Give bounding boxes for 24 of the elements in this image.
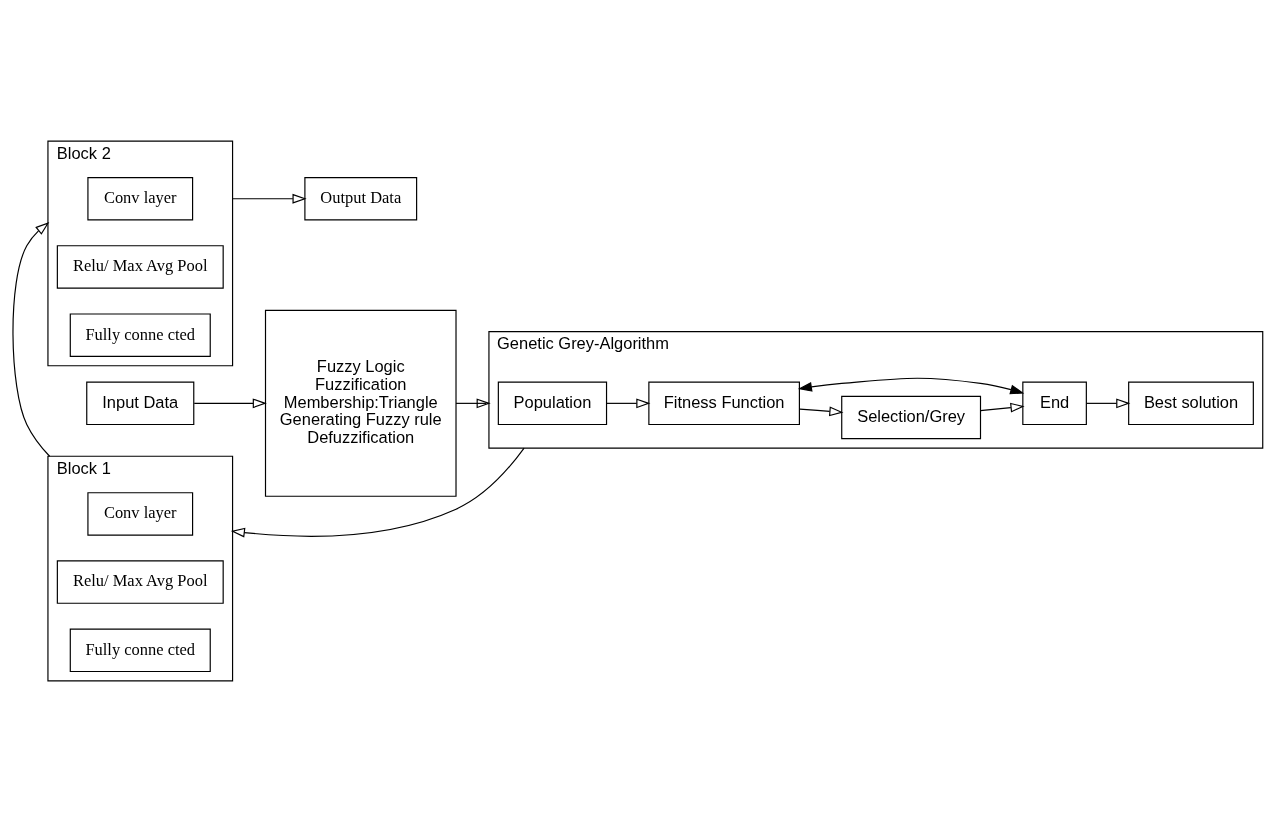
arrow (980, 402, 1025, 413)
arrow (12, 222, 51, 457)
node-box: Fully conne cted (69, 628, 211, 673)
node-box: Output Data (304, 177, 418, 221)
arrow (797, 377, 1025, 395)
node-box: Conv layer (87, 177, 194, 221)
arrow (799, 406, 844, 417)
node-box: Input Data (86, 381, 195, 426)
arrow (193, 398, 267, 409)
arrow (230, 447, 525, 538)
arrow (455, 398, 491, 409)
arrow (606, 398, 651, 409)
node-box: Relu/ Max Avg Pool (56, 245, 224, 289)
node-box: Fitness Function (648, 381, 800, 426)
node-box: Selection/Grey (841, 395, 982, 440)
node-box: Fully conne cted (69, 313, 211, 357)
node-box: Best solution (1128, 381, 1254, 426)
node-box: Population (497, 381, 608, 426)
node-box: Conv layer (87, 492, 194, 536)
arrow (1085, 398, 1131, 409)
node-box: End (1022, 381, 1087, 426)
node-box: Relu/ Max Avg Pool (56, 560, 224, 604)
node-box: Fuzzy Logic Fuzzification Membership:Triangle Generating Fuzzy rule Defuzzification (264, 309, 457, 497)
arrow (231, 193, 307, 204)
